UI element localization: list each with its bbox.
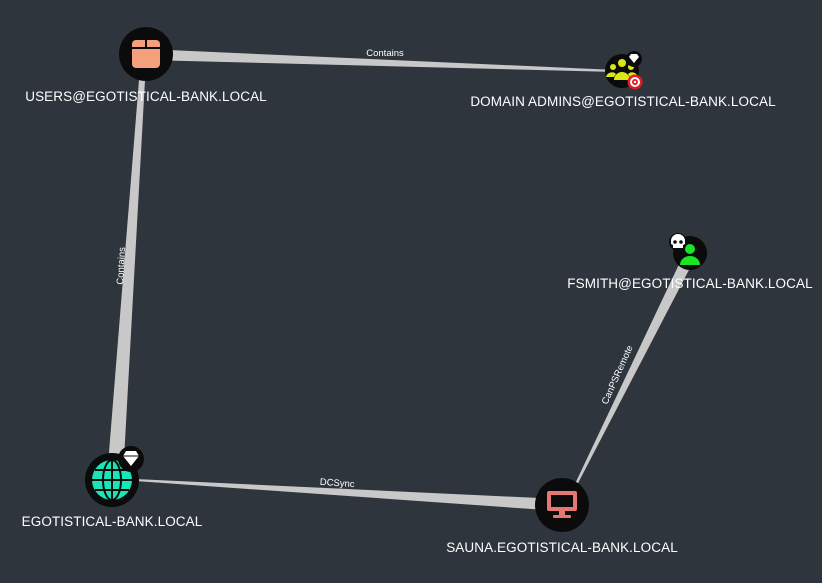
computer-monitor-icon [547, 491, 577, 518]
edge-fsmith-canpsremote-sauna[interactable]: CanPSRemote [574, 258, 692, 487]
edge-label-contains: Contains [115, 247, 128, 285]
high-value-diamond-icon [118, 446, 144, 472]
globe-icon [92, 459, 132, 501]
node-label-users: USERS@EGOTISTICAL-BANK.LOCAL [25, 89, 267, 104]
node-fsmith-user[interactable] [669, 233, 707, 270]
node-label-domain: EGOTISTICAL-BANK.LOCAL [21, 514, 203, 529]
target-icon [627, 74, 643, 90]
user-icon [680, 244, 700, 265]
edge-domain-dcsync-sauna[interactable]: DCSync [135, 477, 560, 511]
edge-label-contains: Contains [366, 48, 404, 59]
container-box-icon [132, 40, 160, 68]
high-value-diamond-icon [626, 51, 642, 67]
owned-skull-icon [669, 233, 687, 251]
edge-users-contains-domain-admins[interactable]: Contains [146, 48, 616, 72]
edge-users-contains-domain[interactable]: Contains [107, 80, 145, 477]
node-label-domain-admins: DOMAIN ADMINS@EGOTISTICAL-BANK.LOCAL [470, 94, 776, 109]
node-label-fsmith: FSMITH@EGOTISTICAL-BANK.LOCAL [567, 276, 813, 291]
node-sauna-computer[interactable] [535, 478, 589, 532]
node-label-sauna: SAUNA.EGOTISTICAL-BANK.LOCAL [446, 540, 678, 555]
edge-label-dcsync: DCSync [319, 477, 355, 490]
node-domain[interactable] [85, 446, 144, 507]
node-domain-admins-group[interactable] [605, 51, 643, 90]
node-users-container[interactable] [119, 27, 173, 81]
